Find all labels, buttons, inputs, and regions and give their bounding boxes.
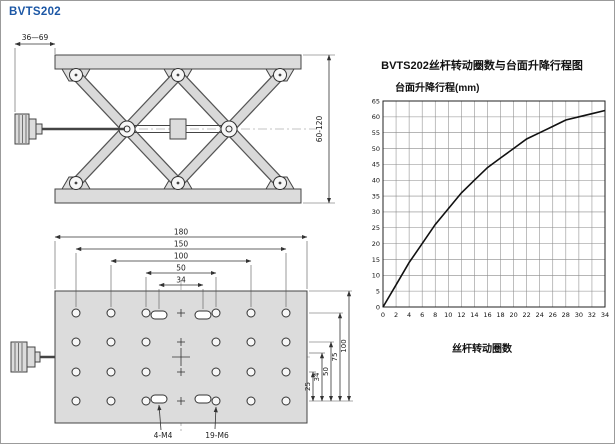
svg-text:24: 24	[536, 311, 544, 319]
dim-100: 100	[110, 252, 252, 307]
svg-text:10: 10	[444, 311, 452, 319]
dim-height-label: 60-120	[315, 115, 324, 142]
svg-text:0: 0	[381, 311, 385, 319]
svg-text:14: 14	[470, 311, 478, 319]
dim-180: 180	[54, 228, 308, 289]
page-title: BVTS202	[9, 6, 61, 18]
vdim-25-label: 25	[304, 382, 312, 391]
svg-text:20: 20	[372, 240, 380, 248]
svg-text:28: 28	[562, 311, 570, 319]
mounting-slots	[150, 310, 212, 404]
svg-text:5: 5	[376, 287, 380, 295]
svg-text:12: 12	[457, 311, 465, 319]
svg-text:32: 32	[588, 311, 596, 319]
dim-34-label: 34	[176, 276, 186, 285]
svg-text:45: 45	[372, 161, 380, 169]
mounting-holes	[71, 308, 291, 406]
hole-callout-label: 19-M6	[205, 431, 229, 440]
dim-150: 150	[75, 240, 287, 307]
svg-text:60: 60	[372, 113, 380, 121]
svg-text:4: 4	[407, 311, 411, 319]
vdim-75-label: 75	[331, 353, 339, 362]
dim-100-label: 100	[174, 252, 189, 261]
svg-text:50: 50	[372, 145, 380, 153]
dim-width-label: 36—69	[22, 33, 49, 42]
vdim-100-label: 100	[340, 339, 348, 352]
svg-text:20: 20	[509, 311, 517, 319]
svg-text:6: 6	[420, 311, 424, 319]
hole-callouts: 4-M4 19-M6	[154, 404, 229, 440]
svg-text:25: 25	[372, 224, 380, 232]
svg-text:22: 22	[523, 311, 531, 319]
svg-text:30: 30	[575, 311, 583, 319]
dim-34: 34	[158, 276, 204, 309]
svg-text:34: 34	[601, 311, 609, 319]
svg-text:65: 65	[372, 97, 380, 105]
crank-knob	[14, 113, 125, 145]
svg-text:16: 16	[483, 311, 491, 319]
svg-text:55: 55	[372, 129, 380, 137]
chart-title: BVTS202丝杆转动圈数与台面升降行程图	[381, 60, 583, 72]
svg-text:35: 35	[372, 192, 380, 200]
svg-text:10: 10	[372, 272, 380, 280]
top-view-drawing: 180 150 100 50 34	[10, 228, 353, 440]
svg-text:8: 8	[433, 311, 437, 319]
center-hole-marks	[172, 309, 190, 405]
chart-y-axis-label: 台面升降行程(mm)	[395, 83, 480, 94]
dim-50: 50	[145, 264, 217, 307]
vertical-dims: 25 34 50 75 100	[304, 290, 353, 402]
dim-width: 36—69	[14, 33, 56, 112]
dim-height: 60-120	[303, 54, 335, 204]
svg-text:30: 30	[372, 208, 380, 216]
vdim-50-label: 50	[322, 367, 330, 376]
pivot-joints	[69, 68, 287, 190]
svg-text:2: 2	[394, 311, 398, 319]
dim-180-label: 180	[174, 228, 189, 237]
dim-50-label: 50	[176, 264, 186, 273]
dim-150-label: 150	[174, 240, 189, 249]
vdim-34-label: 34	[313, 372, 321, 381]
side-view-drawing: 36—69 60-120	[14, 33, 335, 204]
chart-x-axis-label: 丝杆转动圈数	[452, 344, 512, 355]
svg-text:15: 15	[372, 256, 380, 264]
svg-text:0: 0	[376, 303, 380, 311]
slot-callout-label: 4-M4	[154, 431, 173, 440]
svg-text:40: 40	[372, 177, 380, 185]
lead-screw	[127, 118, 229, 140]
svg-text:26: 26	[549, 311, 557, 319]
crank-knob-top	[10, 341, 55, 373]
svg-text:18: 18	[496, 311, 504, 319]
